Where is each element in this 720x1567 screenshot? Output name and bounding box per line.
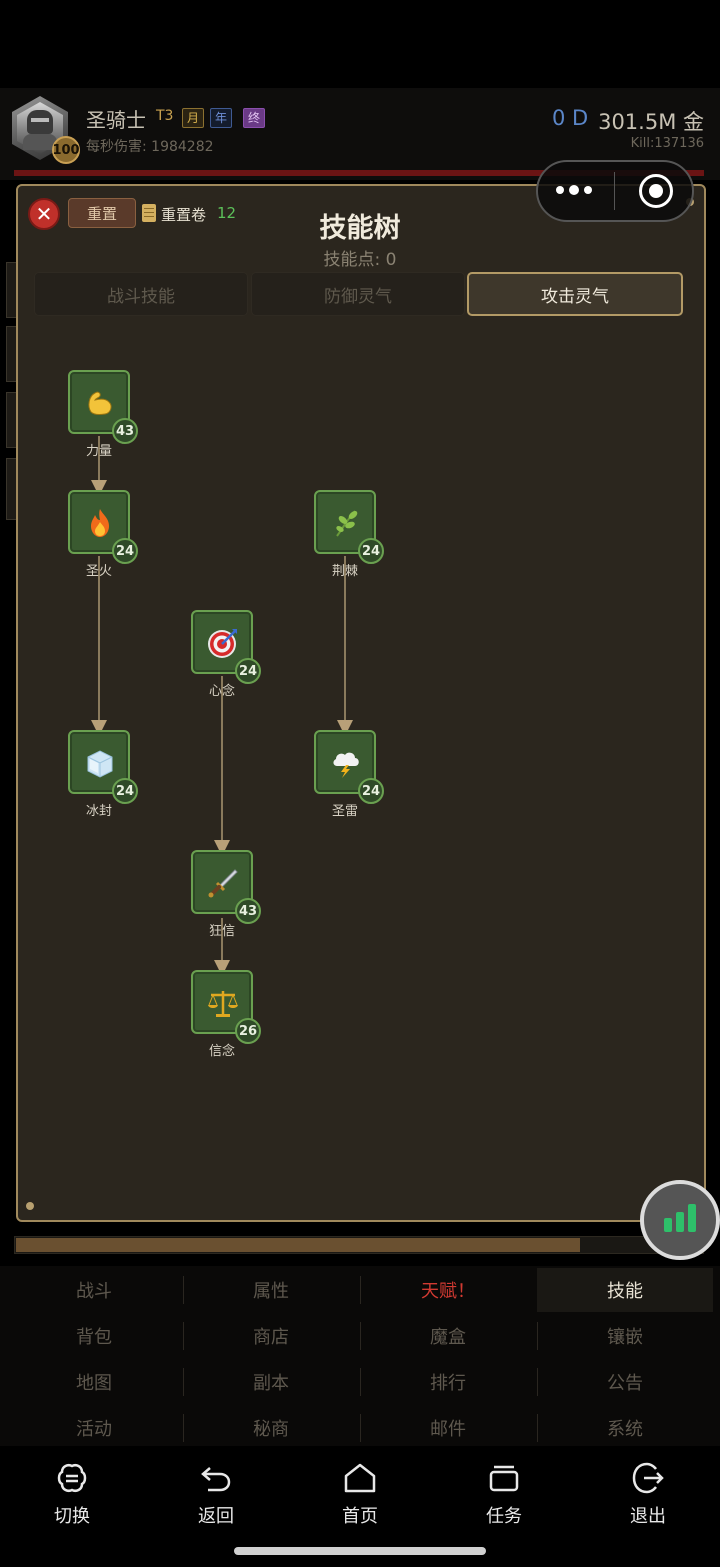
- hero-level-badge: 100: [52, 136, 80, 164]
- dagger-icon: [208, 869, 238, 898]
- hero-tier: T3: [156, 108, 174, 124]
- skill-node-focus[interactable]: [191, 610, 253, 674]
- menu-shop[interactable]: 商店: [253, 1327, 289, 1348]
- tag-year: 年: [210, 108, 233, 128]
- menu-backpack[interactable]: 背包: [76, 1327, 112, 1348]
- panel-title: 技能树: [319, 213, 401, 244]
- menu-inlay[interactable]: 镶嵌: [607, 1327, 643, 1348]
- exit-icon: [632, 1462, 664, 1494]
- reset-scroll-count: 12: [217, 204, 237, 222]
- experience-bar-fill: [16, 1238, 580, 1252]
- skill-label: 信念: [208, 1044, 235, 1059]
- menu-skills[interactable]: 技能: [537, 1268, 713, 1312]
- target-icon: [208, 629, 237, 658]
- menu-system[interactable]: 系统: [607, 1419, 643, 1440]
- skill-level-badge: 43: [235, 898, 261, 924]
- skill-level-badge: 24: [112, 538, 138, 564]
- menu-talents[interactable]: 天赋！: [421, 1281, 475, 1302]
- nav-switch[interactable]: 切换: [32, 1460, 112, 1530]
- skill-level-badge: 24: [358, 538, 384, 564]
- menu-announcement[interactable]: 公告: [607, 1373, 643, 1394]
- close-button[interactable]: ✕: [28, 198, 60, 230]
- home-icon: [344, 1463, 376, 1493]
- skill-points: 技能点: 0: [323, 250, 397, 270]
- stats-button[interactable]: [640, 1180, 720, 1260]
- reset-scroll-label: 重置卷: [161, 206, 207, 224]
- hero-avatar[interactable]: [12, 96, 68, 162]
- tab-defense-aura[interactable]: 防御灵气: [251, 272, 465, 316]
- back-icon: [201, 1467, 231, 1492]
- menu-magic-box[interactable]: 魔盒: [430, 1327, 466, 1348]
- tab-attack-aura[interactable]: 攻击灵气: [467, 272, 683, 316]
- skill-label: 力量: [85, 444, 112, 459]
- nav-home[interactable]: 首页: [320, 1460, 400, 1530]
- close-icon: ✕: [35, 202, 53, 226]
- menu-map[interactable]: 地图: [76, 1373, 112, 1394]
- tasks-icon: [489, 1465, 519, 1492]
- menu-mail[interactable]: 邮件: [430, 1419, 466, 1440]
- kill-count: Kill:137136: [630, 136, 704, 151]
- menu-battle[interactable]: 战斗: [76, 1281, 112, 1302]
- nav-back[interactable]: 返回: [176, 1460, 256, 1530]
- balance-scale-icon: [208, 991, 238, 1017]
- menu-secret-merchant[interactable]: 秘商: [253, 1419, 289, 1440]
- skill-level-badge: 26: [235, 1018, 261, 1044]
- nav-exit[interactable]: 退出: [608, 1460, 688, 1530]
- fire-icon: [91, 509, 109, 537]
- skill-tree-panel: [16, 184, 706, 1222]
- menu-ranking[interactable]: 排行: [430, 1373, 466, 1394]
- tag-final: 终: [243, 108, 266, 128]
- storm-cloud-icon: [333, 752, 359, 778]
- skill-label: 荆棘: [331, 564, 358, 579]
- ice-cube-icon: [87, 750, 113, 778]
- skill-level-badge: 24: [112, 778, 138, 804]
- gold-readout: 301.5M 金: [598, 110, 704, 134]
- skill-label: 冰封: [85, 804, 112, 819]
- skill-label: 狂信: [208, 924, 235, 939]
- flexed-arm-icon: [88, 391, 112, 416]
- tab-combat-skills[interactable]: 战斗技能: [34, 272, 248, 316]
- skill-level-badge: 43: [112, 418, 138, 444]
- skill-label: 圣火: [85, 564, 112, 579]
- more-icon[interactable]: [554, 178, 594, 202]
- knight-helmet-icon: [27, 110, 53, 134]
- hero-name: 圣骑士: [86, 108, 146, 132]
- tag-month: 月: [182, 108, 205, 128]
- depth-readout: 0 D: [552, 106, 589, 130]
- scroll-icon: [142, 204, 156, 222]
- skill-label: 心念: [208, 684, 235, 699]
- herb-icon: [336, 510, 358, 537]
- switch-icon: [57, 1464, 87, 1492]
- reset-button[interactable]: 重置: [68, 198, 136, 228]
- skill-node-holy-thunder[interactable]: [314, 730, 376, 794]
- skill-level-badge: 24: [235, 658, 261, 684]
- dps-readout: 每秒伤害: 1984282: [86, 139, 214, 155]
- rivet: [26, 1202, 34, 1210]
- menu-events[interactable]: 活动: [76, 1419, 112, 1440]
- boss-hp-bar: [14, 170, 704, 176]
- bar-chart-icon: [664, 1218, 672, 1232]
- home-indicator[interactable]: [234, 1547, 486, 1555]
- close-miniprogram-icon[interactable]: [639, 174, 673, 208]
- menu-attributes[interactable]: 属性: [253, 1281, 289, 1302]
- menu-dungeon[interactable]: 副本: [253, 1373, 289, 1394]
- skill-level-badge: 24: [358, 778, 384, 804]
- nav-tasks[interactable]: 任务: [464, 1460, 544, 1530]
- skill-label: 圣雷: [331, 804, 358, 819]
